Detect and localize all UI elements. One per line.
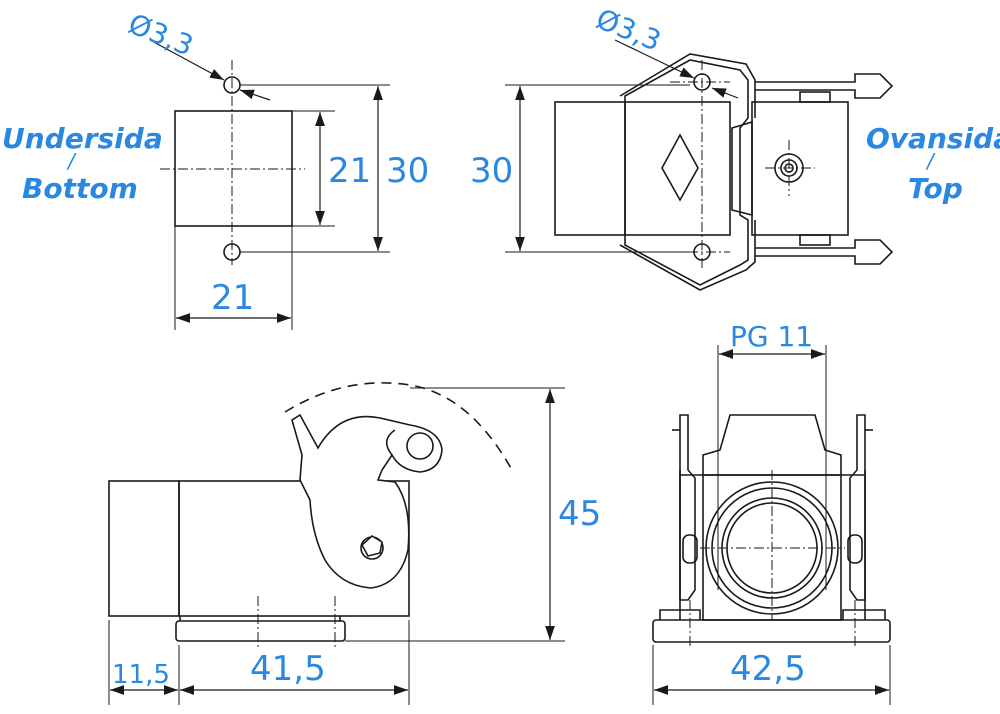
side-main-body xyxy=(178,480,410,617)
side-base-plate xyxy=(175,620,346,642)
front-base-plate xyxy=(652,619,891,643)
top-diamond xyxy=(661,133,699,202)
side-lever xyxy=(291,413,443,589)
label-topside-slash: / xyxy=(925,149,936,173)
side-left-block xyxy=(108,480,180,617)
label-topside: Ovansida xyxy=(866,122,1000,155)
dim-top-height: 30 xyxy=(470,151,513,191)
label-underside: Undersida xyxy=(2,122,163,155)
dim-hole-dia-bottom: Ø3,3 xyxy=(124,7,198,63)
dim-front-thread: PG 11 xyxy=(730,320,813,353)
top-body-left xyxy=(554,101,626,236)
dim-side-body-width: 41,5 xyxy=(250,649,326,689)
label-bottom: Bottom xyxy=(22,172,138,205)
front-view xyxy=(652,345,891,705)
dim-bottom-width: 21 xyxy=(211,278,254,318)
side-view xyxy=(108,382,565,705)
dim-side-height: 45 xyxy=(558,494,601,534)
dim-bottom-inner-height: 21 xyxy=(328,151,371,191)
dim-side-left-width: 11,5 xyxy=(112,660,170,690)
top-flange xyxy=(624,59,749,286)
bottom-view xyxy=(149,39,390,330)
front-hood xyxy=(702,414,842,475)
dim-hole-dia-top: Ø3,3 xyxy=(592,2,666,58)
top-view xyxy=(505,39,894,291)
label-top: Top xyxy=(908,172,963,205)
top-cover xyxy=(624,101,731,236)
label-underside-slash: / xyxy=(66,149,77,173)
dim-front-base-width: 42,5 xyxy=(730,649,806,689)
dim-bottom-outer-height: 30 xyxy=(386,151,429,191)
